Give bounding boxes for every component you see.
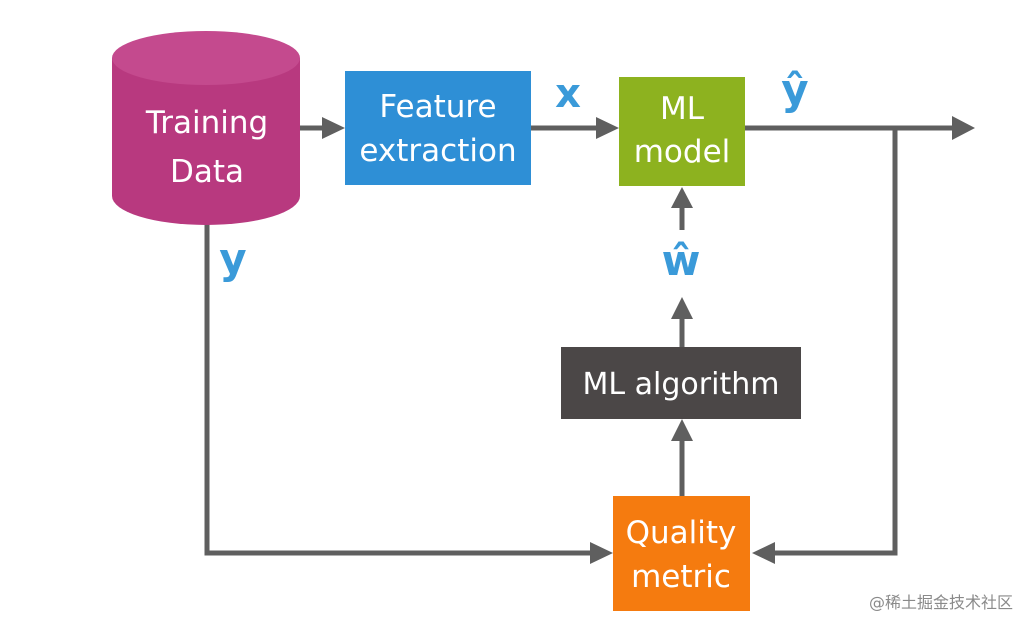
ml-model-node: ML model: [619, 77, 745, 186]
w-hat-label: ŵ: [662, 236, 701, 285]
feature-extraction-box: [345, 71, 531, 185]
y-hat-label: ŷ: [781, 65, 808, 114]
training-data-node: Training Data: [112, 31, 300, 225]
arrowhead-data-to-feature: [322, 117, 345, 139]
quality-metric-node: Quality metric: [613, 496, 750, 611]
arrowhead-feature-to-model: [596, 117, 619, 139]
training-data-cylinder-top: [112, 31, 300, 85]
arrowhead-algorithm-to-w: [671, 297, 693, 319]
training-data-label-line2: Data: [170, 154, 244, 190]
arrow-output-to-quality: [772, 128, 898, 556]
connectors: [204, 116, 975, 564]
watermark: @稀土掘金技术社区: [868, 593, 1013, 612]
training-data-label-line1: Training: [145, 105, 268, 141]
y-label: y: [219, 234, 246, 283]
feature-extraction-node: Feature extraction: [345, 71, 531, 185]
ml-algorithm-label: ML algorithm: [583, 367, 780, 402]
arrowhead-output: [952, 116, 975, 140]
ml-model-box: [619, 77, 745, 186]
ml-algorithm-box: [561, 347, 801, 419]
quality-metric-label-line1: Quality: [626, 515, 737, 551]
feature-extraction-label-line1: Feature: [379, 89, 496, 125]
feature-extraction-label-line2: extraction: [359, 133, 516, 169]
arrowhead-quality-to-algorithm: [671, 419, 693, 441]
arrow-y-to-quality: [204, 222, 592, 556]
arrowhead-y-to-quality: [590, 542, 613, 564]
arrowhead-output-to-quality: [752, 542, 775, 564]
ml-model-label-line1: ML: [660, 91, 705, 127]
arrowhead-w-to-model: [671, 187, 693, 208]
x-label: x: [555, 71, 581, 117]
quality-metric-label-line2: metric: [631, 559, 731, 595]
ml-model-label-line2: model: [634, 134, 731, 170]
ml-algorithm-node: ML algorithm: [561, 347, 801, 419]
quality-metric-box: [613, 496, 750, 611]
training-data-cylinder-body: [112, 58, 300, 225]
